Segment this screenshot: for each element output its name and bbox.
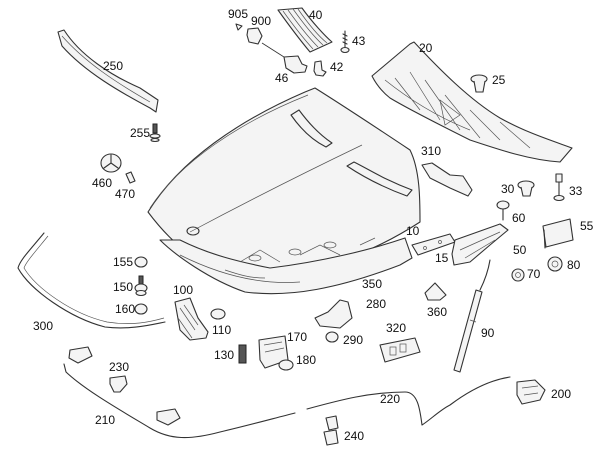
label-470: 470 [115,187,135,201]
part-46-nozzle-holder[interactable] [283,55,308,74]
label-80: 80 [567,258,581,272]
part-200-release-handle[interactable] [516,379,546,405]
label-30: 30 [501,182,515,196]
part-460-emblem[interactable] [100,153,122,173]
part-220-cable[interactable] [306,376,511,426]
label-200: 200 [551,387,571,401]
label-150: 150 [113,280,133,294]
part-280-bracket[interactable] [314,299,353,329]
label-20: 20 [419,41,433,55]
label-360: 360 [427,305,447,319]
part-70-bolt[interactable] [511,268,525,282]
label-50: 50 [513,243,527,257]
label-290: 290 [343,333,363,347]
part-180-grommet[interactable] [278,359,294,371]
part-55-cover[interactable] [542,218,574,249]
label-46: 46 [275,71,289,85]
label-350: 350 [362,277,382,291]
part-150-buffer[interactable] [134,275,148,297]
part-43-screw[interactable] [340,30,350,54]
part-20-inner-panel[interactable] [371,41,573,163]
part-80-nut[interactable] [547,256,563,272]
part-230-clip[interactable] [109,375,128,393]
label-43: 43 [352,34,366,48]
label-40: 40 [309,8,323,22]
label-170: 170 [287,330,307,344]
label-255: 255 [130,126,150,140]
label-42: 42 [330,60,344,74]
part-110-grommet[interactable] [210,308,226,320]
part-90-gas-strut[interactable] [453,289,483,373]
part-25-clip[interactable] [470,74,488,93]
label-220: 220 [380,392,400,406]
part-60-bolt[interactable] [496,200,510,221]
label-210: 210 [95,413,115,427]
part-30-clip[interactable] [517,180,535,197]
part-290-grommet[interactable] [325,331,339,343]
part-100-latch[interactable] [174,297,209,341]
part-360-grommet[interactable] [424,282,447,301]
label-310: 310 [421,144,441,158]
part-clip-upper[interactable] [68,346,93,364]
part-905-pin[interactable] [235,23,243,31]
label-250: 250 [103,59,123,73]
label-100: 100 [173,283,193,297]
part-250-trim-strip[interactable] [57,29,159,113]
label-230: 230 [109,360,129,374]
part-210-cable[interactable] [63,363,296,439]
label-300: 300 [33,319,53,333]
label-70: 70 [527,267,541,281]
part-50-hinge[interactable] [451,223,509,291]
label-905: 905 [228,7,248,21]
part-470-bolt[interactable] [125,171,136,184]
label-180: 180 [296,353,316,367]
part-255-clip[interactable] [149,123,161,143]
label-55: 55 [580,219,594,233]
label-110: 110 [212,323,231,337]
label-320: 320 [386,321,406,335]
part-160-grommet[interactable] [134,303,148,315]
label-33: 33 [569,184,583,198]
label-460: 460 [92,176,112,190]
label-15: 15 [435,251,449,265]
part-320-clip[interactable] [379,337,421,363]
label-900: 900 [251,14,271,28]
label-240: 240 [344,429,364,443]
part-clip-lower[interactable] [156,408,181,426]
label-10: 10 [406,224,420,238]
part-310-bracket[interactable] [421,162,473,197]
part-900-cap[interactable] [246,27,263,45]
part-170-latch-cover[interactable] [258,335,289,369]
part-240-clip[interactable] [323,415,339,446]
part-42-nozzle[interactable] [313,60,327,77]
label-280: 280 [366,297,386,311]
part-40-grille[interactable] [277,7,333,53]
label-130: 130 [214,348,234,362]
label-160: 160 [115,302,135,316]
hood-panel[interactable] [147,87,421,295]
label-60: 60 [512,211,526,225]
label-155: 155 [113,255,133,269]
label-90: 90 [481,326,495,340]
part-130-switch[interactable] [238,344,247,364]
part-300-seal[interactable] [17,232,166,329]
part-33-buffer[interactable] [553,173,565,202]
label-25: 25 [492,73,506,87]
part-155-nut[interactable] [134,256,148,268]
